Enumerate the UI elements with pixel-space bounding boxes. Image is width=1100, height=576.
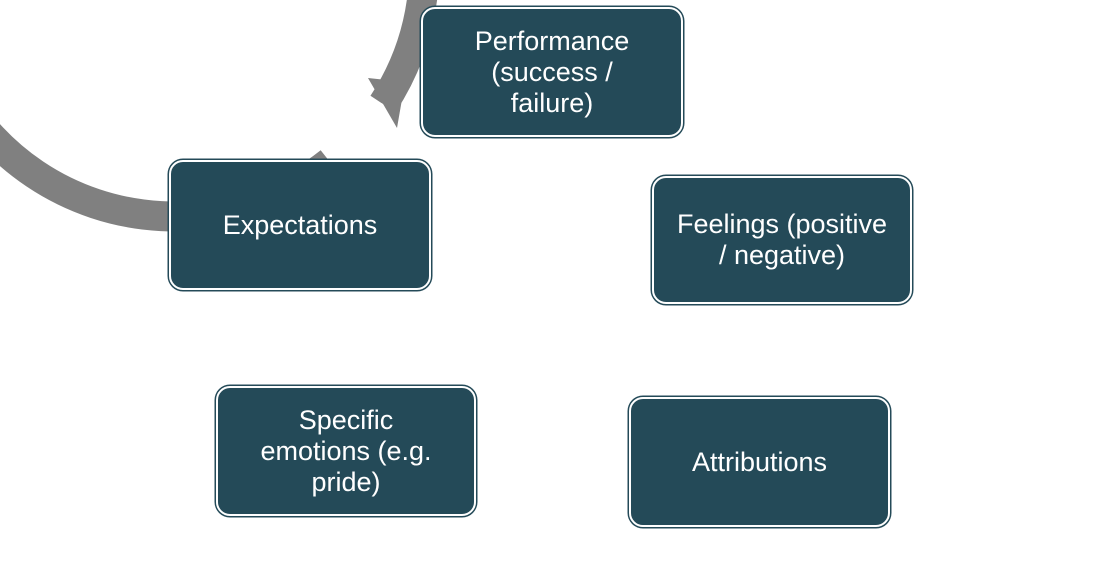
node-attributions: Attributions [629,397,890,527]
node-feelings-label: Feelings (positive / negative) [676,209,888,270]
node-performance: Performance (success / failure) [421,7,683,137]
cycle-arrowhead-icon [368,78,405,128]
node-specific-emotions-label: Specific emotions (e.g. pride) [260,404,432,497]
node-expectations-label: Expectations [222,209,378,240]
node-specific-emotions: Specific emotions (e.g. pride) [216,386,476,516]
node-performance-label: Performance (success / failure) [474,25,630,118]
node-feelings: Feelings (positive / negative) [652,176,912,304]
node-attributions-label: Attributions [691,446,828,477]
node-expectations: Expectations [169,160,431,290]
cycle-ring-arc [0,0,438,232]
